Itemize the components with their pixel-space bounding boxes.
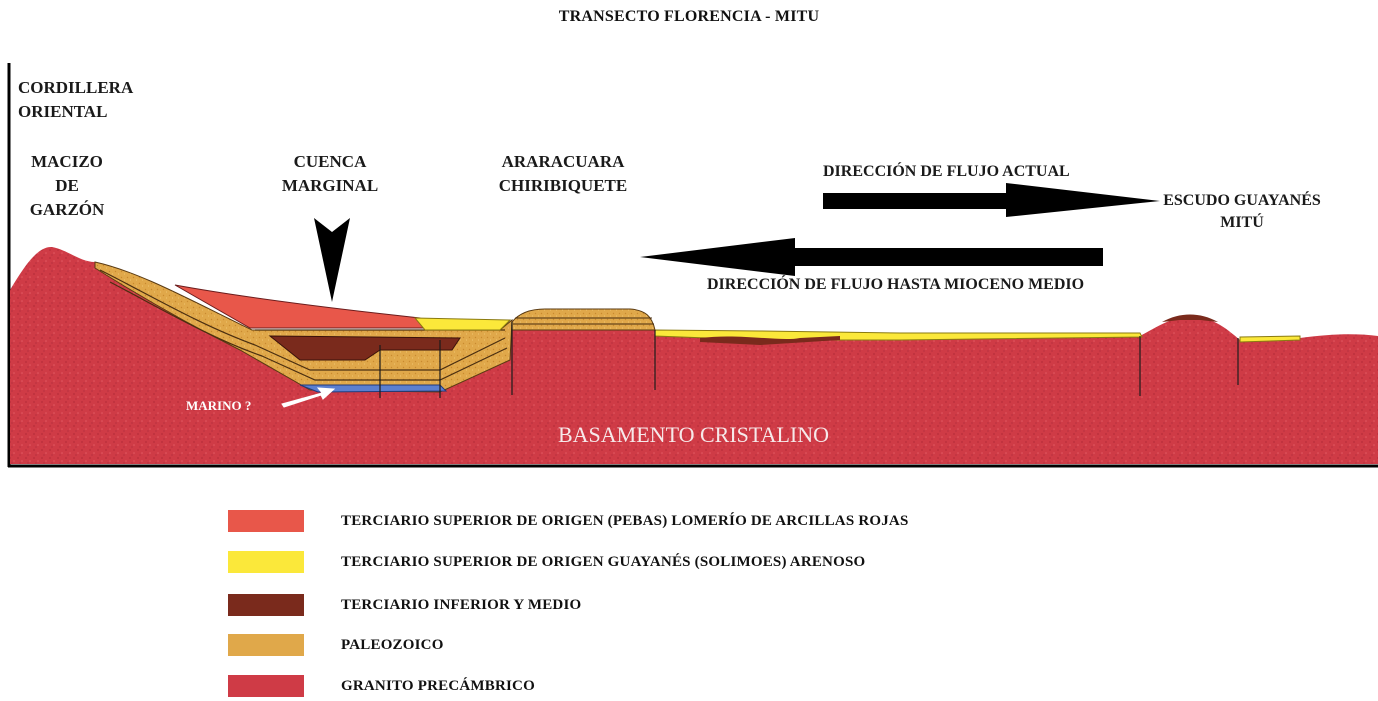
legend-swatch: [228, 594, 304, 616]
basamento-label: BASAMENTO CRISTALINO: [558, 422, 830, 447]
granite-basement: [10, 246, 1378, 464]
legend-item-tertiary-lower: TERCIARIO INFERIOR Y MEDIO: [228, 594, 581, 616]
flow-current-label: DIRECCIÓN DE FLUJO ACTUAL: [823, 163, 1070, 180]
legend-swatch: [228, 675, 304, 697]
marino-pointer-icon: [281, 387, 336, 408]
legend-swatch: [228, 634, 304, 656]
flow-miocene-arrow: [640, 238, 1103, 276]
legend-item-granite: GRANITO PRECÁMBRICO: [228, 675, 535, 697]
flow-miocene-label: DIRECCIÓN DE FLUJO HASTA MIOCENO MEDIO: [707, 276, 1085, 293]
legend-swatch: [228, 510, 304, 532]
diagram-title: TRANSECTO FLORENCIA - MITU: [558, 8, 820, 25]
macizo-label: MACIZO DE GARZÓN: [29, 152, 105, 219]
araracuara-label: ARARACUARA CHIRIBIQUETE: [498, 152, 628, 195]
araracuara-bed-lines: [513, 317, 654, 325]
cordillera-label: CORDILLERA ORIENTAL: [18, 78, 134, 121]
legend-item-solimoes: TERCIARIO SUPERIOR DE ORIGEN GUAYANÉS (S…: [228, 551, 865, 573]
araracuara-mesa-cap: [511, 308, 656, 331]
legend-item-pebas: TERCIARIO SUPERIOR DE ORIGEN (PEBAS) LOM…: [228, 510, 909, 532]
legend-label: TERCIARIO SUPERIOR DE ORIGEN GUAYANÉS (S…: [341, 553, 866, 570]
legend-label: TERCIARIO INFERIOR Y MEDIO: [341, 596, 582, 613]
legend-label: TERCIARIO SUPERIOR DE ORIGEN (PEBAS) LOM…: [341, 512, 909, 529]
flow-current-arrow: [823, 183, 1160, 217]
legend-label: GRANITO PRECÁMBRICO: [341, 677, 535, 694]
cuenca-label: CUENCA MARGINAL: [281, 152, 379, 195]
mitu-mound-cap: [1162, 314, 1218, 322]
marine-layer: [299, 384, 448, 393]
marino-label: MARINO ?: [186, 398, 252, 413]
fault-lines: [379, 322, 1239, 398]
solimoes-layer: [413, 317, 1301, 343]
cuenca-pointer-icon: [314, 218, 350, 302]
legend-swatch: [228, 551, 304, 573]
legend-item-paleozoic: PALEOZOICO: [228, 634, 444, 656]
paleozoic-beds: [94, 261, 513, 393]
legend-label: PALEOZOICO: [341, 636, 444, 653]
east-brown-deposit: [700, 336, 840, 345]
escudo-label: ESCUDO GUAYANÉS MITÚ: [1163, 192, 1321, 231]
